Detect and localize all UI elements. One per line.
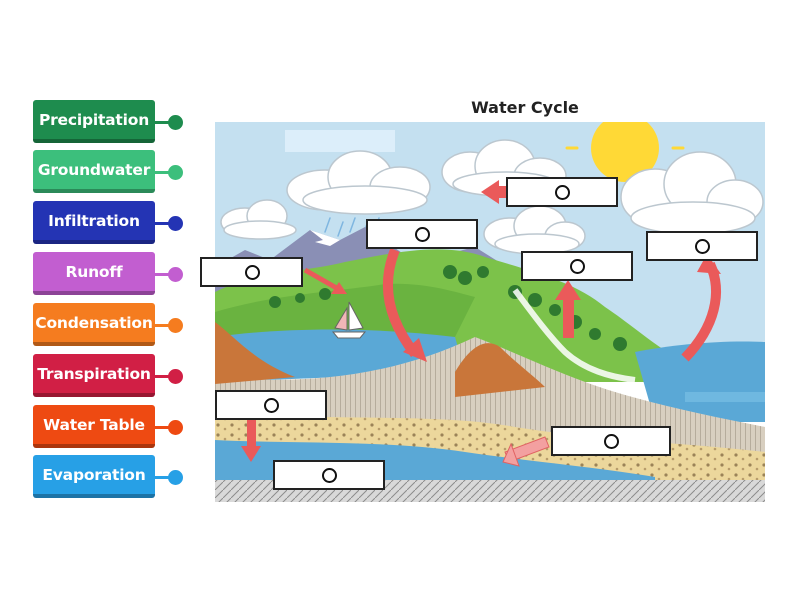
cloud-icon bbox=[220, 199, 297, 240]
connector-infiltration bbox=[155, 222, 170, 225]
label-tile-evaporation[interactable]: Evaporation bbox=[33, 455, 155, 498]
target-circle-icon bbox=[555, 185, 570, 200]
tile-label: Runoff bbox=[65, 262, 123, 281]
pin-condensation[interactable] bbox=[168, 318, 183, 333]
label-tile-water-table[interactable]: Water Table bbox=[33, 405, 155, 448]
target-circle-icon bbox=[604, 434, 619, 449]
pin-groundwater[interactable] bbox=[168, 165, 183, 180]
drop-zone-infiltration[interactable] bbox=[215, 390, 327, 420]
tile-label: Transpiration bbox=[37, 364, 151, 383]
connector-groundwater bbox=[155, 171, 170, 174]
tile-label: Groundwater bbox=[37, 160, 151, 179]
arrow-precipitation-icon bbox=[383, 248, 427, 362]
arrow-groundwater-icon bbox=[502, 436, 550, 467]
target-circle-icon bbox=[695, 239, 710, 254]
water-cycle-illustration bbox=[215, 122, 765, 502]
label-tile-runoff[interactable]: Runoff bbox=[33, 252, 155, 295]
tile-label: Infiltration bbox=[48, 211, 140, 230]
connector-water-table bbox=[155, 426, 170, 429]
connector-runoff bbox=[155, 273, 170, 276]
target-circle-icon bbox=[322, 468, 337, 483]
tile-label: Condensation bbox=[35, 313, 153, 332]
drop-zone-evaporation[interactable] bbox=[646, 231, 758, 261]
pin-precipitation[interactable] bbox=[168, 115, 183, 130]
label-tile-transpiration[interactable]: Transpiration bbox=[33, 354, 155, 397]
arrow-transpiration-icon bbox=[555, 280, 581, 338]
target-circle-icon bbox=[264, 398, 279, 413]
label-tile-infiltration[interactable]: Infiltration bbox=[33, 201, 155, 244]
sky-highlight bbox=[285, 130, 395, 152]
label-tile-precipitation[interactable]: Precipitation bbox=[33, 100, 155, 143]
drop-zone-precipitation[interactable] bbox=[366, 219, 478, 249]
tile-label: Water Table bbox=[43, 415, 145, 434]
drop-zone-groundwater[interactable] bbox=[551, 426, 671, 456]
connector-condensation bbox=[155, 324, 170, 327]
drop-zone-water-table[interactable] bbox=[273, 460, 385, 490]
target-circle-icon bbox=[244, 265, 260, 280]
pin-water-table[interactable] bbox=[168, 420, 183, 435]
pin-evaporation[interactable] bbox=[168, 470, 183, 485]
hill-brown bbox=[215, 322, 295, 384]
sea-band bbox=[685, 392, 765, 402]
cloud-icon bbox=[483, 205, 586, 255]
pin-transpiration[interactable] bbox=[168, 369, 183, 384]
target-circle-icon bbox=[415, 227, 430, 242]
tile-label: Evaporation bbox=[42, 465, 146, 484]
diagram-title: Water Cycle bbox=[471, 98, 579, 117]
arrow-runoff-icon bbox=[303, 267, 347, 294]
drop-zone-runoff[interactable] bbox=[200, 257, 303, 287]
target-circle-icon bbox=[570, 259, 585, 274]
cloud-icon bbox=[620, 151, 764, 235]
pin-infiltration[interactable] bbox=[168, 216, 183, 231]
rain-cloud-icon bbox=[286, 150, 431, 215]
connector-transpiration bbox=[155, 375, 170, 378]
label-tile-groundwater[interactable]: Groundwater bbox=[33, 150, 155, 193]
connector-precipitation bbox=[155, 121, 170, 124]
label-tile-condensation[interactable]: Condensation bbox=[33, 303, 155, 346]
arrow-infiltration-icon bbox=[241, 417, 261, 462]
drop-zone-condensation[interactable] bbox=[506, 177, 618, 207]
sailboat-icon bbox=[331, 301, 367, 339]
river bbox=[512, 288, 636, 383]
arrow-evaporation-icon bbox=[681, 254, 721, 362]
pin-runoff[interactable] bbox=[168, 267, 183, 282]
connector-evaporation bbox=[155, 476, 170, 479]
tile-label: Precipitation bbox=[38, 110, 150, 129]
drop-zone-transpiration[interactable] bbox=[521, 251, 633, 281]
